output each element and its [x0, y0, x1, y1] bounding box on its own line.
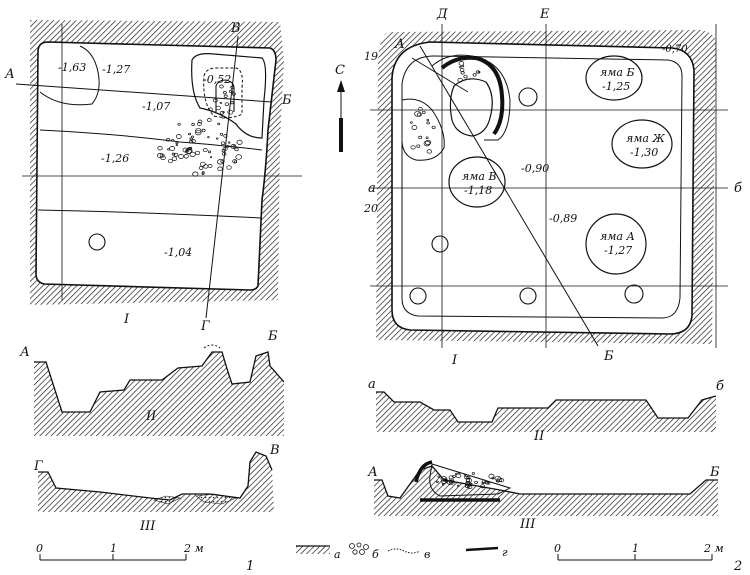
pit-depth: -1,18: [464, 184, 492, 197]
pit-depth: -1,27: [604, 244, 632, 257]
plan-1-upper-cut: [191, 53, 267, 139]
pit-zh: [611, 119, 673, 169]
section-letter: А: [367, 465, 378, 480]
legend-swatch-stones: [349, 542, 369, 555]
legend: [296, 542, 499, 555]
section-ab-right: [376, 391, 717, 432]
section-letter: а: [368, 377, 376, 392]
depth-label: -0,70: [662, 44, 688, 55]
plan-1-contour: [39, 129, 263, 151]
plan-1-section-line: [15, 83, 273, 103]
north-label: С: [335, 63, 345, 78]
plan-2: [370, 24, 728, 348]
section-letter: б: [716, 379, 724, 394]
north-arrow: [337, 80, 345, 152]
pit-name: яма В: [462, 170, 497, 183]
section-numeral: III: [519, 517, 536, 532]
section-letter: а: [368, 181, 376, 196]
plan-2-inner-step: [401, 55, 683, 319]
plan-1-post-hole: [88, 233, 106, 251]
figure-number: 2: [733, 559, 742, 574]
plan-2-hearth-frame: [440, 55, 505, 136]
depth-label: -1,04: [164, 246, 192, 259]
figure-number: 1: [246, 559, 254, 574]
depth-label: -1,27: [102, 63, 130, 76]
section-letter: В: [269, 443, 280, 458]
section-letter: Г: [33, 459, 43, 474]
plan-2-stones: [410, 61, 481, 154]
pit-name: яма А: [600, 230, 635, 243]
post-hole: [518, 87, 538, 107]
scale-tick: 2 м: [703, 542, 724, 555]
section-letter: А: [19, 345, 30, 360]
depth-label: -0,89: [549, 212, 577, 225]
section-numeral: II: [533, 429, 545, 444]
section-letter: Г: [200, 319, 210, 334]
plan-2-pit-outline: [391, 41, 695, 335]
section-letter: Б: [267, 329, 278, 344]
legend-swatch-hatch: [296, 546, 330, 554]
depth-label: -0,52: [203, 73, 231, 86]
section-numeral: II: [145, 409, 157, 424]
depth-label: -1,63: [58, 61, 86, 74]
plan-2-stone-area: [401, 98, 445, 161]
scale-tick: 1: [110, 542, 117, 555]
plan-1-pit-outline: [35, 41, 277, 291]
scale-bar-1: [39, 554, 187, 561]
depth-label: -1,26: [101, 152, 129, 165]
section-ab-stones: [374, 460, 718, 516]
legend-letter: г: [502, 546, 508, 559]
legend-letter: б: [372, 548, 379, 561]
section-ab-left: [34, 344, 285, 436]
pit-depth: -1,30: [630, 146, 658, 159]
pit-b: [585, 55, 643, 101]
scale-tick: 1: [632, 542, 639, 555]
section-letter: А: [4, 67, 15, 82]
section-letter: В: [230, 21, 241, 36]
legend-letter: а: [334, 548, 341, 561]
plan-1-hearth: [215, 79, 235, 112]
section-gv-left: [38, 451, 274, 512]
plan-1-contour: [37, 209, 263, 219]
legend-letter: в: [424, 548, 430, 561]
plan-2-hearth-wall: [431, 54, 511, 141]
pit-name: яма Ж: [626, 132, 665, 145]
grid-number: 19: [364, 50, 378, 63]
scale-tick: 0: [554, 542, 561, 555]
scale-tick: 0: [36, 542, 43, 555]
plan-numeral: I: [451, 353, 458, 368]
post-hole: [409, 287, 427, 305]
pit-depth: -1,25: [602, 80, 630, 93]
section-letter: Б: [709, 465, 720, 480]
plan-1-contour: [39, 45, 100, 106]
legend-swatch-line: [465, 546, 499, 552]
post-hole: [519, 287, 537, 305]
grid-number: 20: [363, 202, 378, 215]
plan-1: [15, 20, 302, 319]
section-letter: Е: [539, 7, 550, 22]
section-letter: Д: [436, 7, 448, 22]
plan-2-section-line: [419, 45, 599, 347]
scale-tick: 2 м: [183, 542, 204, 555]
plan-1-section-line: [205, 35, 239, 319]
post-hole: [624, 284, 644, 304]
post-hole: [431, 235, 449, 253]
pit-name: яма Б: [600, 66, 635, 79]
section-letter: А: [394, 37, 405, 52]
depth-label: -1,07: [142, 100, 170, 113]
legend-swatch-dashed: [387, 548, 421, 554]
section-letter: б: [734, 181, 742, 196]
section-numeral: III: [139, 519, 156, 534]
plan-2-section-line: [411, 57, 469, 93]
section-letter: Б: [603, 349, 614, 364]
plan-numeral: I: [123, 312, 130, 327]
pit-a: [585, 213, 647, 275]
section-letter: Б: [281, 93, 292, 108]
plan-2-hearth: [449, 78, 493, 137]
pit-v: [448, 156, 506, 208]
scale-bar-2: [557, 554, 713, 561]
depth-label: -0,90: [521, 162, 549, 175]
plan-1-stones: [157, 84, 243, 177]
